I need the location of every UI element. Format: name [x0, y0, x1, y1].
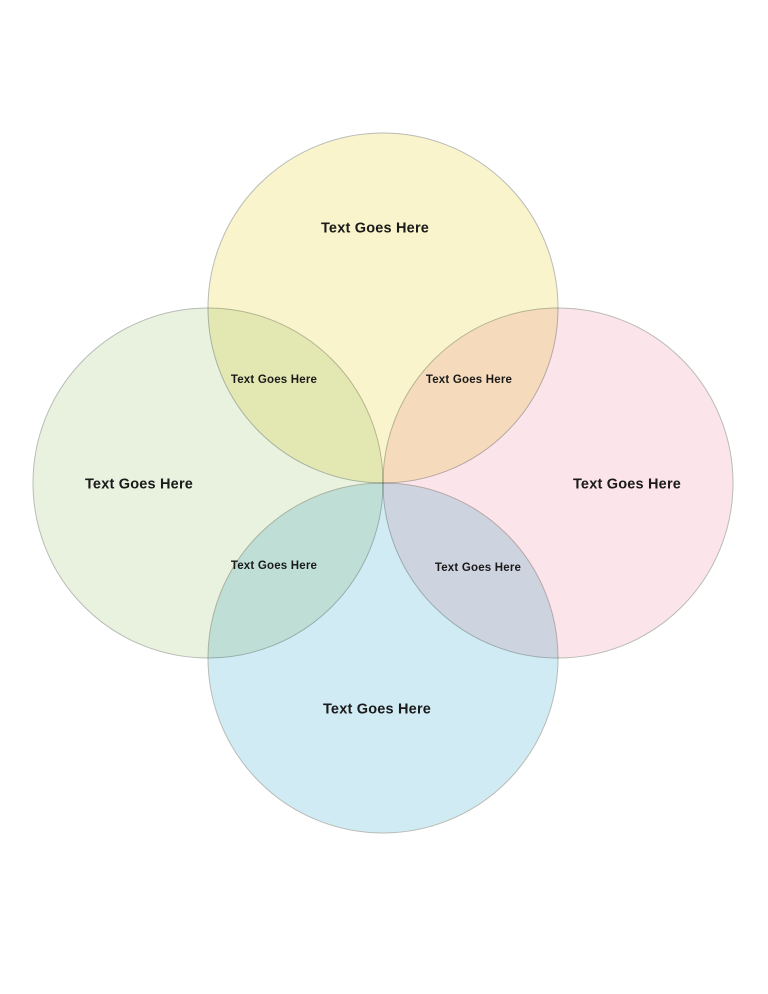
- venn-label-set-top[interactable]: Text Goes Here: [320, 220, 430, 237]
- venn-label-set-left[interactable]: Text Goes Here: [84, 476, 194, 493]
- venn-label-intersection-bottom-left[interactable]: Text Goes Here: [230, 560, 318, 573]
- venn-label-intersection-top-left[interactable]: Text Goes Here: [230, 374, 318, 387]
- venn-label-intersection-bottom-right[interactable]: Text Goes Here: [434, 562, 522, 575]
- venn-label-set-right[interactable]: Text Goes Here: [572, 476, 682, 493]
- venn-label-set-bottom[interactable]: Text Goes Here: [322, 701, 432, 718]
- venn-label-intersection-top-right[interactable]: Text Goes Here: [425, 374, 513, 387]
- venn-circle-bottom[interactable]: [207, 482, 559, 834]
